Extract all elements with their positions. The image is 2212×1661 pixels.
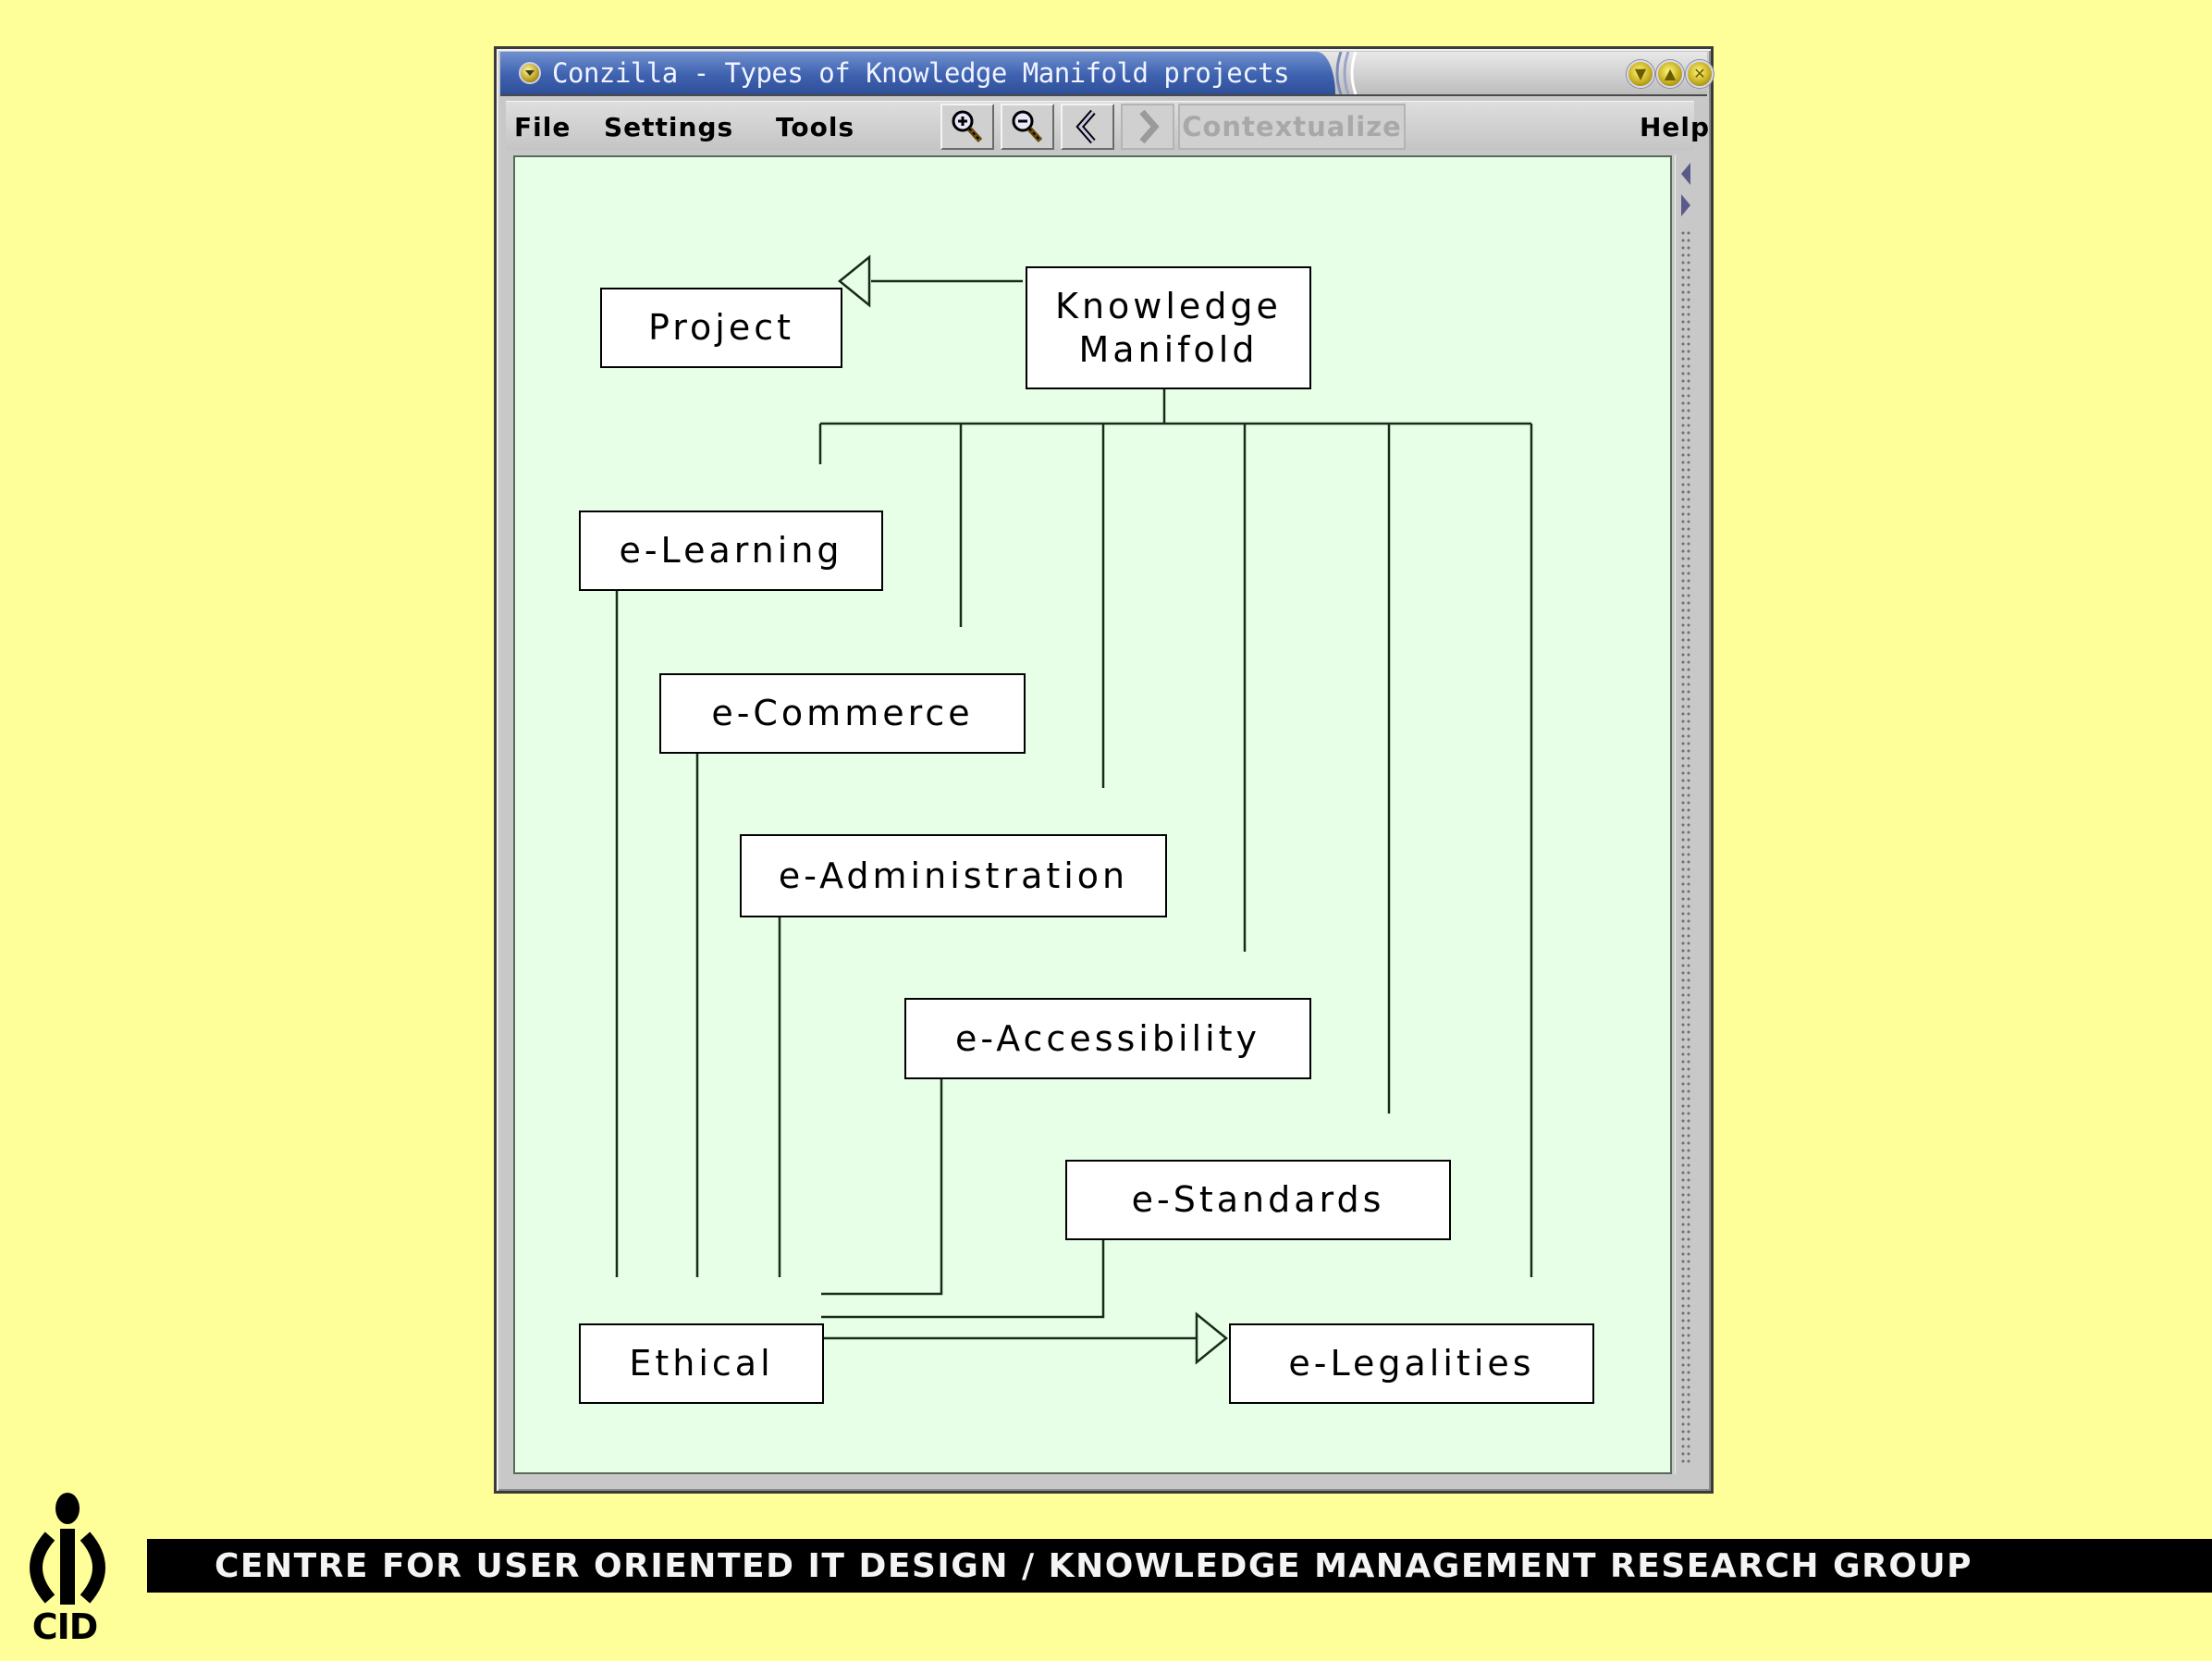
scroll-left-arrow-icon[interactable] xyxy=(1679,161,1692,187)
forward-arrow-icon xyxy=(1139,109,1160,144)
footer-banner-text: CENTRE FOR USER ORIENTED IT DESIGN / KNO… xyxy=(215,1547,1973,1585)
menu-tools[interactable]: Tools xyxy=(776,112,855,142)
title-bar-decoration xyxy=(1335,52,1358,94)
zoom-out-button[interactable] xyxy=(1001,104,1054,150)
footer-banner: CENTRE FOR USER ORIENTED IT DESIGN / KNO… xyxy=(147,1539,2212,1593)
zoom-in-button[interactable] xyxy=(940,104,994,150)
cid-logo-label: CID xyxy=(31,1606,99,1647)
zoom-in-icon xyxy=(952,110,983,143)
back-button[interactable] xyxy=(1061,104,1114,150)
back-arrow-icon xyxy=(1075,109,1096,144)
maximize-icon: ▲ xyxy=(1664,65,1677,82)
title-bar[interactable]: Conzilla - Types of Knowledge Manifold p… xyxy=(500,52,1714,96)
contextualize-label: Contextualize xyxy=(1182,111,1402,142)
node-ethical[interactable]: Ethical xyxy=(579,1323,824,1404)
menu-settings[interactable]: Settings xyxy=(604,112,734,142)
title-bar-active-area xyxy=(500,52,1335,94)
vertical-scrollbar[interactable] xyxy=(1675,155,1697,1474)
generalization-arrow-project xyxy=(838,254,871,308)
menu-help[interactable]: Help xyxy=(1640,112,1711,142)
node-e-learning[interactable]: e-Learning xyxy=(579,511,883,591)
generalization-arrow-e-legalities xyxy=(1195,1311,1228,1365)
node-e-standards[interactable]: e-Standards xyxy=(1065,1160,1451,1240)
maximize-button[interactable]: ▲ xyxy=(1656,60,1684,88)
close-button[interactable]: ✕ xyxy=(1686,60,1714,88)
contextualize-button[interactable]: Contextualize xyxy=(1178,104,1406,150)
link-ethical-to-e-accessibility xyxy=(821,1062,943,1296)
scrollbar-grip[interactable] xyxy=(1680,229,1691,1467)
minimize-button[interactable]: ▼ xyxy=(1627,60,1654,88)
concept-map-canvas[interactable]: Project Knowledge Manifold e-Learning e-… xyxy=(513,155,1672,1474)
zoom-out-icon xyxy=(1012,110,1043,143)
node-e-commerce[interactable]: e-Commerce xyxy=(659,673,1026,754)
node-e-administration[interactable]: e-Administration xyxy=(740,834,1167,917)
window-menu-icon[interactable] xyxy=(519,62,541,84)
forward-button[interactable] xyxy=(1121,104,1174,150)
node-e-legalities[interactable]: e-Legalities xyxy=(1229,1323,1594,1404)
node-project[interactable]: Project xyxy=(600,288,842,368)
node-knowledge-manifold[interactable]: Knowledge Manifold xyxy=(1026,266,1311,389)
cid-logo-icon xyxy=(30,1493,105,1605)
scroll-right-arrow-icon[interactable] xyxy=(1679,192,1692,218)
window-title: Conzilla - Types of Knowledge Manifold p… xyxy=(552,57,1290,89)
link-ethical-to-e-standards xyxy=(821,1223,1105,1319)
close-icon: ✕ xyxy=(1693,65,1706,82)
menu-file[interactable]: File xyxy=(514,112,571,142)
node-e-accessibility[interactable]: e-Accessibility xyxy=(904,998,1311,1079)
menu-bar: File Settings Tools xyxy=(506,101,1709,151)
minimize-icon: ▼ xyxy=(1634,65,1647,82)
conzilla-window: Conzilla - Types of Knowledge Manifold p… xyxy=(494,46,1714,1494)
